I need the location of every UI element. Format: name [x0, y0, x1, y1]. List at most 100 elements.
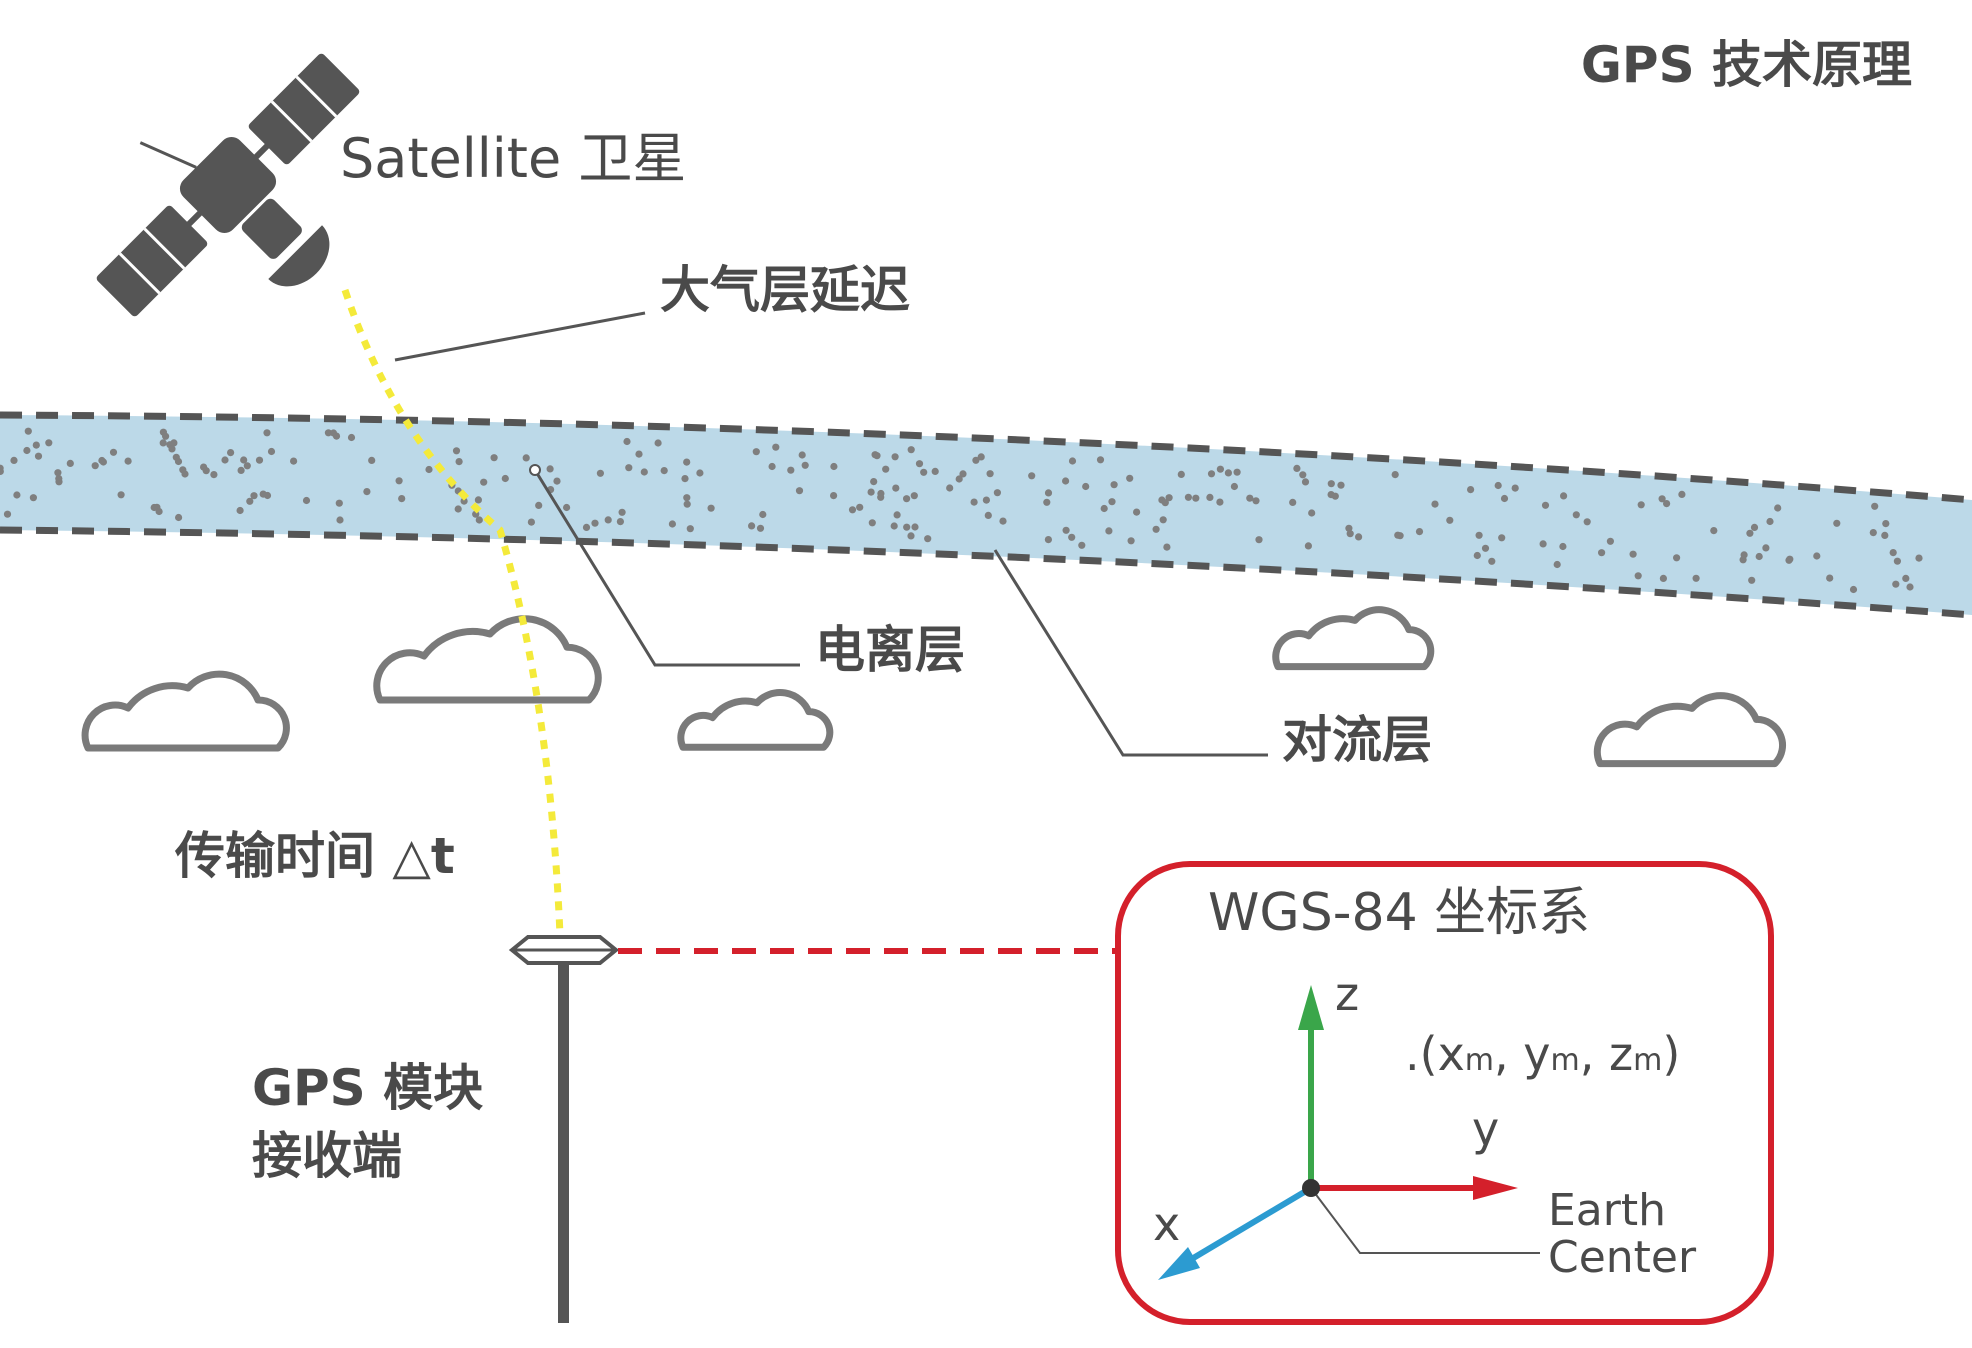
axes — [1158, 985, 1540, 1280]
receiver-label: 接收端 — [252, 1127, 402, 1185]
particle-dot — [911, 523, 919, 531]
earth-center-label-line1: Earth — [1548, 1185, 1666, 1236]
particle-dot — [795, 487, 804, 495]
particle-dot — [1127, 537, 1135, 545]
particle-dot — [625, 464, 633, 472]
particle-dot — [635, 450, 643, 458]
particle-dot — [480, 478, 488, 486]
particle-dot — [1634, 572, 1642, 580]
particle-dot — [907, 446, 915, 454]
particle-dot — [1062, 526, 1070, 534]
origin-point — [1302, 1179, 1320, 1197]
particle-dot — [1692, 574, 1700, 582]
particle-dot — [1105, 527, 1113, 535]
particle-dot — [752, 448, 760, 456]
gps-antenna-icon — [508, 935, 620, 1323]
particle-dot — [522, 454, 530, 462]
particle-dot — [955, 475, 963, 483]
particle-dot — [1849, 585, 1858, 594]
particle-dot — [398, 495, 406, 503]
particle-dot — [1192, 494, 1200, 502]
particle-dot — [1560, 492, 1568, 500]
particle-dot — [982, 496, 991, 504]
particle-dot — [91, 462, 99, 470]
particle-dot — [336, 516, 344, 524]
particle-dot — [1475, 531, 1483, 539]
particle-dot — [1216, 498, 1224, 506]
particle-dot — [1230, 482, 1238, 491]
particle-dot — [1892, 580, 1900, 588]
particle-dot — [759, 510, 767, 519]
particle-dot — [170, 439, 178, 447]
particle-dot — [1133, 508, 1141, 516]
particle-dot — [1750, 523, 1759, 532]
particle-dot — [1345, 524, 1353, 532]
particle-dot — [1871, 502, 1879, 510]
particle-dot — [801, 461, 809, 469]
gps-module-label: GPS 模块 — [252, 1059, 483, 1117]
y-axis-label: y — [1472, 1102, 1499, 1156]
particle-dot — [455, 458, 463, 466]
particle-dot — [150, 503, 158, 512]
particle-dot — [683, 494, 691, 502]
particle-dot — [1126, 474, 1134, 482]
particle-dot — [546, 465, 554, 473]
particle-dot — [891, 453, 899, 461]
particle-dot — [596, 469, 605, 477]
point-coordinates: .(xm, ym, zm) — [1405, 1027, 1680, 1081]
particle-dot — [29, 494, 37, 502]
particle-dot — [1826, 574, 1834, 582]
particle-dot — [474, 496, 482, 504]
particle-dot — [870, 478, 878, 486]
particle-dot — [1206, 493, 1214, 501]
particle-dot — [1161, 499, 1169, 507]
particle-dot — [45, 439, 53, 447]
particle-dot — [1293, 464, 1301, 472]
particle-dot — [1028, 472, 1036, 480]
particle-dot — [903, 495, 911, 503]
particle-dot — [972, 456, 980, 464]
particle-dot — [159, 439, 167, 447]
particle-dot — [681, 475, 689, 483]
particle-dot — [553, 477, 561, 485]
particle-dot — [1224, 469, 1232, 477]
particle-dot — [986, 470, 994, 478]
particle-dot — [1415, 528, 1424, 536]
particle-dot — [1881, 531, 1889, 540]
particle-dot — [1813, 552, 1821, 560]
particle-dot — [668, 520, 677, 528]
y-arrow-icon — [1473, 1176, 1518, 1200]
particle-dot — [3, 510, 12, 518]
particle-dot — [1043, 498, 1051, 506]
troposphere-label: 对流层 — [1282, 711, 1432, 769]
particle-dot — [867, 488, 875, 496]
ionosphere-marker — [529, 464, 541, 476]
particle-dot — [98, 456, 106, 465]
particle-dot — [1511, 484, 1519, 492]
particle-dot — [363, 488, 371, 496]
particle-dot — [460, 497, 468, 505]
particle-dot — [1289, 498, 1297, 506]
particle-dot — [924, 535, 932, 543]
particle-dot — [535, 501, 543, 509]
particle-dot — [174, 457, 183, 466]
particle-dot — [1301, 478, 1310, 486]
particle-dot — [890, 522, 898, 530]
particle-dot — [1539, 540, 1547, 548]
particle-dot — [168, 445, 176, 453]
particle-dot — [616, 518, 625, 526]
particle-dot — [1152, 525, 1160, 533]
particle-dot — [324, 429, 332, 437]
particle-dot — [640, 468, 648, 476]
particle-dot — [1902, 574, 1910, 583]
particle-dot — [1044, 489, 1053, 497]
particle-dot — [868, 519, 876, 527]
particle-dot — [55, 475, 63, 483]
particle-dot — [32, 441, 40, 449]
particle-dot — [1494, 481, 1502, 490]
particle-dot — [1331, 492, 1339, 500]
particle-dot — [368, 456, 376, 464]
particle-dot — [768, 462, 776, 471]
particle-dot — [1355, 533, 1363, 541]
satellite-icon — [96, 53, 360, 317]
